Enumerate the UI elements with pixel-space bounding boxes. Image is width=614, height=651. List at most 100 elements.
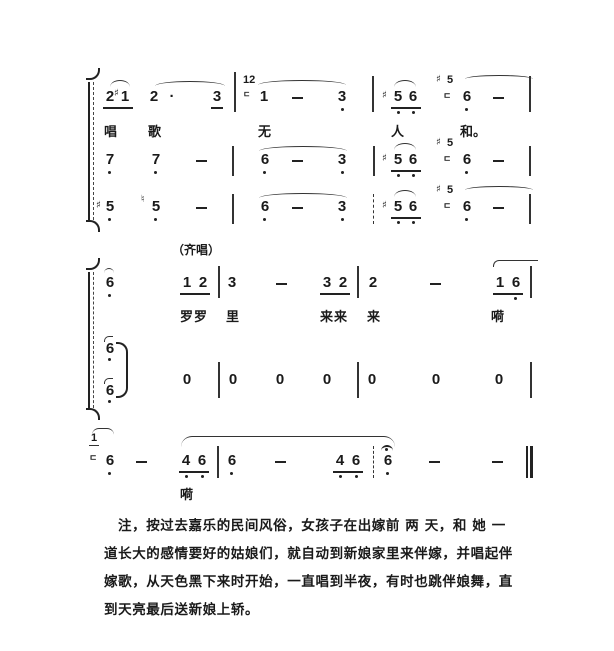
sharp-accidental: ♯ (382, 90, 387, 101)
footnote-line: 嫁歌，从天色黑下来时开始，一直唱到半夜，有时也跳伴娘舞，直 (104, 574, 513, 590)
low-octave-dot (397, 174, 400, 177)
note: 2 (105, 88, 115, 105)
lyric: 嗬 (491, 310, 505, 325)
low-octave-dot (341, 108, 344, 111)
barline (372, 76, 374, 112)
rest: 0 (322, 371, 332, 388)
underline-beam (391, 217, 421, 219)
sharp-accidental: ♯ (436, 137, 441, 148)
bracket-top-hook (86, 258, 100, 270)
note: 2 (149, 88, 159, 105)
barline (232, 194, 234, 224)
lyric: 罗罗 (180, 310, 209, 325)
tie-start (104, 378, 113, 384)
note: 2 (338, 274, 348, 291)
grace-fraction-line (89, 445, 99, 446)
tie-start (92, 428, 114, 435)
lyric: 唱 (104, 125, 118, 140)
low-octave-dot (465, 108, 468, 111)
low-octave-dot (412, 111, 415, 114)
grace-note: 5 (447, 184, 454, 196)
note: 6 (197, 452, 207, 469)
extension-dash (196, 207, 207, 209)
slur (155, 81, 225, 86)
low-octave-dot (108, 171, 111, 174)
low-octave-dot (154, 171, 157, 174)
low-octave-dot (355, 475, 358, 478)
slur (258, 80, 346, 85)
system-bracket (88, 82, 90, 220)
note: 3 (337, 151, 347, 168)
note: 3 (337, 198, 347, 215)
lyric: 人 (391, 125, 405, 140)
bracket-bottom-hook (86, 408, 100, 420)
note: 6 (105, 452, 115, 469)
barline (529, 194, 531, 224)
underline-beam (493, 293, 523, 295)
low-octave-dot (108, 400, 111, 403)
grace-mark: ㄷ (443, 91, 452, 101)
low-octave-dot (230, 472, 233, 475)
extension-dash (492, 461, 503, 463)
rest: 0 (182, 371, 192, 388)
barline (232, 146, 234, 176)
tie-start (104, 268, 114, 275)
sharp-accidental: ♯ (114, 88, 119, 99)
note: 5 (105, 198, 115, 215)
sharp-accidental: ♯ (382, 200, 387, 211)
note: 4 (181, 452, 191, 469)
barline (218, 362, 220, 398)
note: 6 (227, 452, 237, 469)
extension-dash (493, 207, 504, 209)
note: 3 (322, 274, 332, 291)
underline-beam (391, 170, 421, 172)
final-barline (526, 446, 528, 478)
brace-bottom (116, 360, 128, 398)
barline (357, 266, 359, 298)
barline (373, 194, 374, 224)
low-octave-dot (108, 294, 111, 297)
rest: 0 (228, 371, 238, 388)
note: 6 (383, 452, 393, 469)
note: 6 (408, 198, 418, 215)
note: 1 (182, 274, 192, 291)
barline (529, 146, 531, 176)
barline (218, 266, 220, 298)
low-octave-dot (108, 472, 111, 475)
note: 3 (337, 88, 347, 105)
lyric: 无 (258, 125, 272, 140)
note: 6 (105, 382, 115, 399)
note: 6 (260, 198, 270, 215)
grace-mark: ㄷ (443, 201, 452, 211)
sharp-accidental: ♯ (436, 74, 441, 85)
extension-dash (275, 461, 286, 463)
slur (110, 80, 130, 87)
note: 6 (260, 151, 270, 168)
extension-dash (493, 160, 504, 162)
barline (217, 446, 219, 478)
note: 6 (462, 198, 472, 215)
extension-dash (136, 461, 147, 463)
sharp-accidental: ♯ (436, 184, 441, 195)
note: 3 (212, 88, 222, 105)
low-octave-dot (412, 174, 415, 177)
footnote-line: 注，按过去嘉乐的民间风俗，女孩子在出嫁前 两 天，和 她 一 (118, 518, 506, 534)
low-octave-dot (185, 475, 188, 478)
natural-accidental: ♮ (141, 194, 145, 205)
system-bracket (88, 272, 90, 408)
low-octave-dot (263, 171, 266, 174)
extension-dash (292, 160, 303, 162)
barline (529, 76, 531, 112)
extension-dash (292, 97, 303, 99)
note: 5 (393, 151, 403, 168)
note: 6 (462, 151, 472, 168)
slur (394, 190, 416, 197)
extension-dash (292, 207, 303, 209)
barline (234, 72, 236, 112)
extension-dash (429, 461, 440, 463)
low-octave-dot (154, 218, 157, 221)
slur (465, 75, 533, 79)
slur (394, 80, 416, 87)
low-octave-dot (465, 218, 468, 221)
lyric: 里 (226, 310, 240, 325)
